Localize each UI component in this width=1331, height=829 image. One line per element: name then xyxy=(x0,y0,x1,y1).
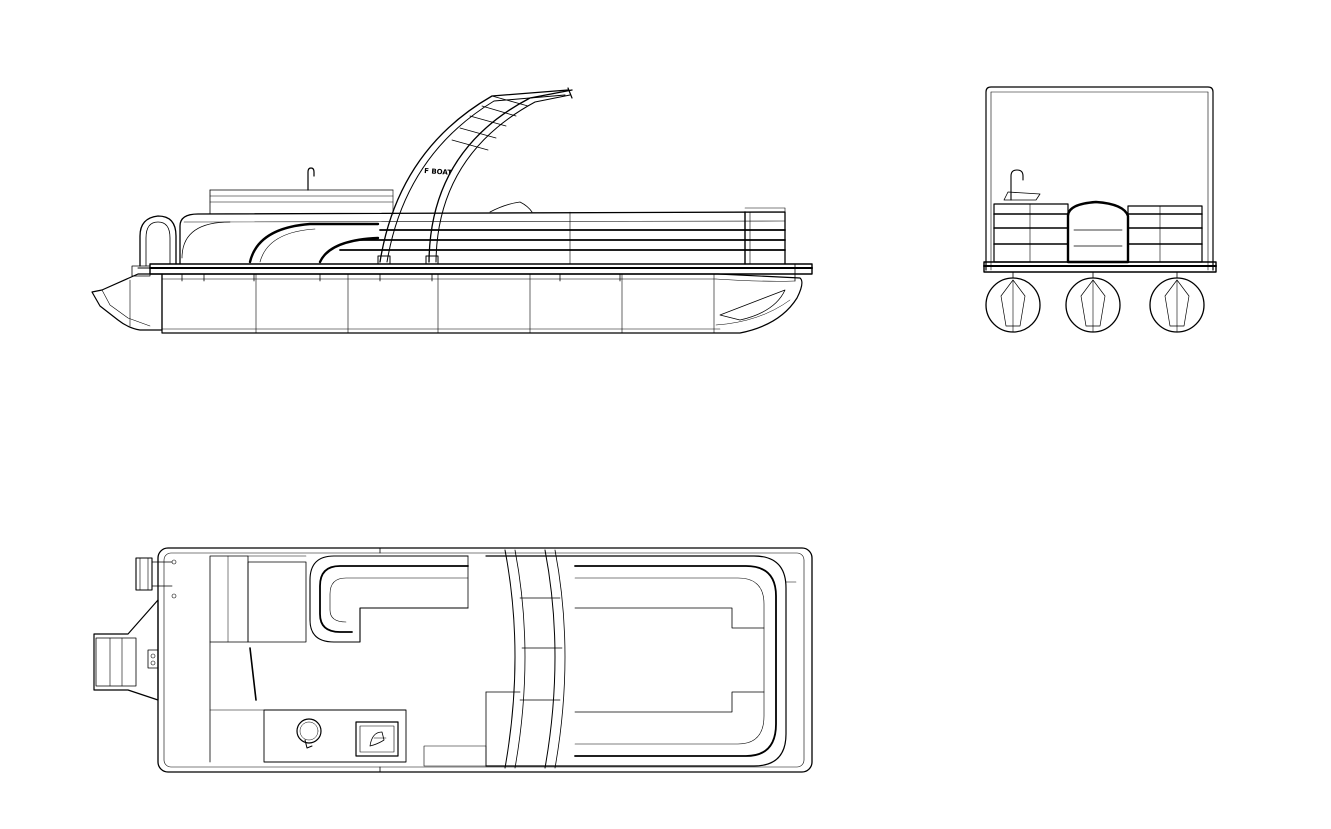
faucet-icon xyxy=(307,167,315,191)
rear-view xyxy=(983,86,1217,333)
bimini-frame xyxy=(985,86,1214,271)
helm-console xyxy=(296,718,399,757)
side-view: F BOAT xyxy=(91,87,813,334)
top-view xyxy=(93,547,813,773)
arch-brand-label: F BOAT xyxy=(424,167,453,177)
pontoon-tubes-rear xyxy=(985,271,1205,333)
rear-deck-area xyxy=(209,555,407,763)
hull-edges xyxy=(157,547,797,773)
rear-seating xyxy=(993,200,1203,264)
ski-tow-arch-top xyxy=(504,549,566,769)
rear-deck xyxy=(983,261,1217,273)
deck-outline xyxy=(157,547,813,773)
lounge-seating xyxy=(309,555,787,767)
steering-wheel-icon xyxy=(296,718,322,749)
logo-icon xyxy=(355,721,399,757)
outboard-motor-icon xyxy=(93,599,159,701)
faucet-icon xyxy=(1003,169,1041,201)
outboard-motor-icon xyxy=(91,265,163,331)
ski-tow-arch: F BOAT xyxy=(377,87,573,265)
ladder-icon xyxy=(135,557,177,599)
pontoon-tube xyxy=(161,273,803,334)
ladder-icon xyxy=(137,215,181,269)
fence-rails xyxy=(179,189,786,265)
deck xyxy=(149,263,813,282)
